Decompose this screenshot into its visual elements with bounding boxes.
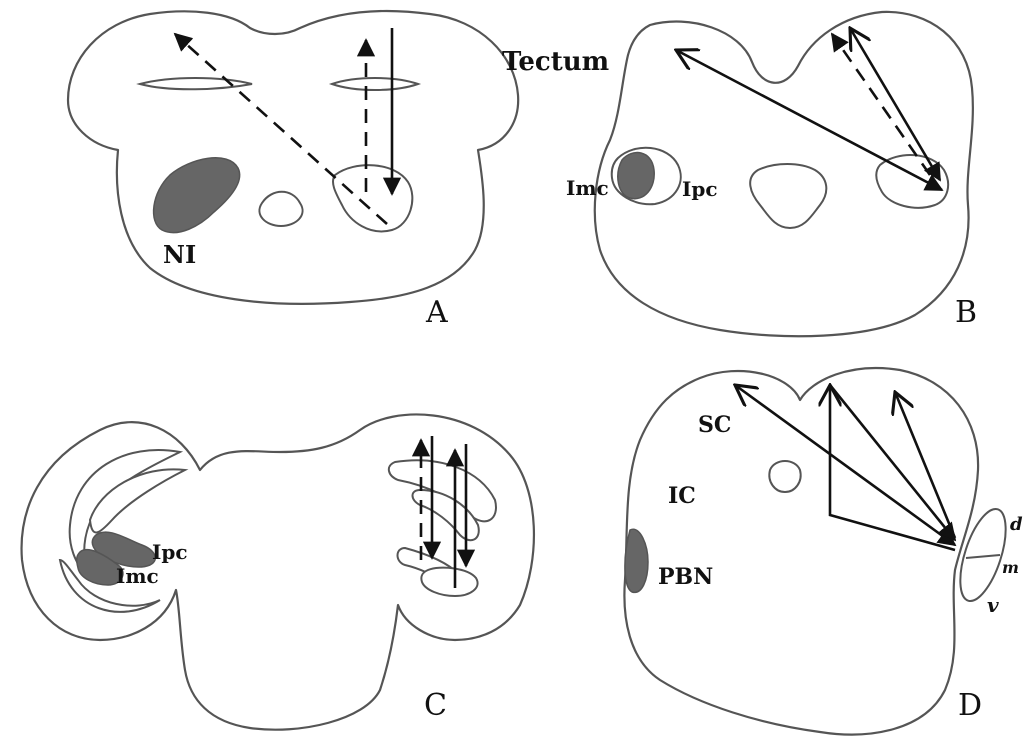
label-ipc-b: Ipc xyxy=(682,177,718,201)
panel-label-a: A xyxy=(425,295,448,330)
label-pbn: PBN xyxy=(658,564,713,590)
label-d-dorsal: d xyxy=(1010,514,1023,535)
label-tectum: Tectum xyxy=(502,47,609,77)
panel-label-b: B xyxy=(955,295,977,330)
label-ic: IC xyxy=(668,483,696,509)
panel-b: Tectum Imc Ipc B xyxy=(502,12,977,336)
label-imc-b: Imc xyxy=(566,176,609,200)
panel-a-ventricle xyxy=(259,192,302,226)
label-d-medial: m xyxy=(1002,558,1019,577)
panel-a-tectal-lamina-left xyxy=(140,78,252,89)
panel-b-imc-nucleus xyxy=(618,153,654,199)
panel-d-small-ventricle xyxy=(769,461,800,492)
label-ni: NI xyxy=(163,240,196,269)
label-sc: SC xyxy=(698,412,731,438)
panel-a: NI A xyxy=(68,11,518,330)
panel-c: Ipc Imc C xyxy=(22,414,534,729)
panel-label-d: D xyxy=(958,688,982,723)
label-ipc-c: Ipc xyxy=(152,540,188,564)
panel-label-c: C xyxy=(424,688,447,723)
label-d-ventral: v xyxy=(987,593,999,617)
panel-a-tectal-lamina-right xyxy=(332,78,418,90)
label-imc-c: Imc xyxy=(116,564,159,588)
panel-d: SC IC PBN d m v D xyxy=(624,368,1023,734)
panel-a-brain-outline xyxy=(68,11,518,304)
panel-d-brain-outline xyxy=(624,368,978,734)
